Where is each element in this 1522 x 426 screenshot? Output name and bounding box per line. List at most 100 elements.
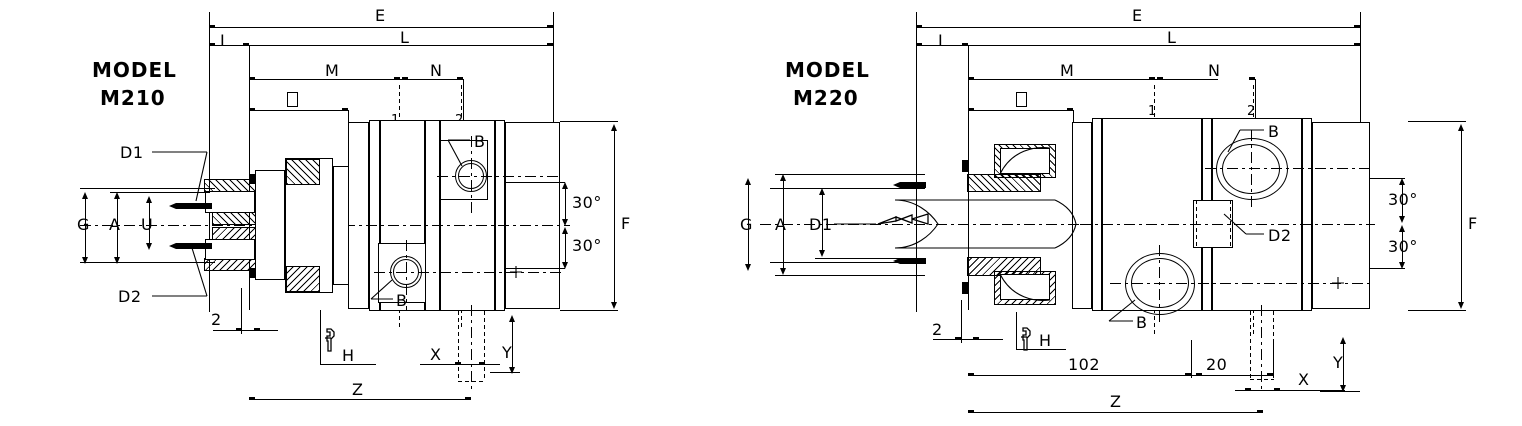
m220-dim-arrow-g-top (745, 178, 751, 185)
m220-dim-label-a: A (775, 215, 787, 234)
m220-ext-line-e-right (1360, 12, 1361, 122)
m220-dim-label-f: F (1468, 214, 1478, 233)
m220-dim-label-20: 20 (1206, 355, 1228, 374)
m220-dim-tick-e-right (1354, 25, 1360, 28)
m220-dim-label-e: E (1132, 6, 1143, 25)
m220-dim-line-small2 (933, 339, 1003, 340)
m210-dim-label-angle-lower: 30° (572, 236, 602, 255)
m210-dim-tick-e-left (209, 25, 215, 28)
m210-leader-h (320, 310, 321, 364)
m210-dim-label-u: U (141, 215, 154, 234)
m210-body-collar-b (369, 120, 380, 311)
m210-foot-pin-right (484, 311, 485, 381)
m210-dim-tick-z-right (465, 397, 471, 400)
m220-sleeve-hatch-lower (967, 257, 1041, 276)
m220-centreline-port (1080, 224, 1375, 225)
m210-centreline-bore-upper (437, 176, 562, 177)
m210-dim-tick-n-left (402, 77, 408, 80)
m210-dim-arrow-y-bottom (509, 367, 515, 374)
m210-dim-arrow-u-bottom (146, 243, 152, 250)
m210-ext-line-l-left (249, 45, 250, 310)
m220-dim-tick-20-right (1267, 373, 1273, 376)
m220-ext-line-d1-bottom (815, 258, 925, 259)
m210-oring-lower (250, 268, 255, 278)
m220-dim-tick-m-right (1149, 77, 1155, 80)
m210-dim-arrow-f-top (611, 124, 617, 131)
m220-ext-line-angle-bottom (1370, 268, 1405, 269)
m220-sleeve-hatch-upper (967, 174, 1041, 192)
m220-dim-tick-sq-right (1067, 108, 1073, 111)
m210-ext-line-angle-bottom (505, 268, 565, 269)
m220-flow-arrow-lower-head (893, 258, 900, 264)
m210-dim-line-angle-upper (565, 186, 566, 222)
m220-dim-label-i: I (938, 31, 944, 50)
m220-detail-label-b-lower: B (1136, 313, 1148, 332)
m210-flow-arrow-upper-head (169, 203, 176, 209)
m210-oring-upper (250, 174, 255, 184)
m210-dim-line-f (614, 128, 615, 306)
m220-dim-arrow-angle-lower-bottom (1399, 262, 1405, 269)
m220-dim-label-l: L (1167, 28, 1177, 47)
m210-dim-arrow-g-bottom (82, 257, 88, 264)
m210-dim-arrow-y-top (509, 315, 515, 322)
m210-model-label-line1: MODEL (92, 58, 177, 82)
m220-nut-box-lower (1000, 274, 1050, 300)
m210-detail-label-b-lower: B (396, 291, 408, 310)
m220-dim-arrow-f-top (1458, 124, 1464, 131)
m210-nut-hatch-upper (286, 159, 320, 185)
m210-ext-line-y-bottom (490, 372, 520, 373)
m210-nipple-hatch-lower (204, 258, 264, 271)
m210-foot-pin-left (458, 311, 459, 381)
m210-body-end-flange (505, 122, 560, 309)
m210-underline-h (320, 364, 376, 365)
m210-ext-line-f-bottom (560, 310, 618, 311)
m220-centreline-bore-lower-v (1159, 245, 1160, 323)
m210-flow-arrow-upper-shaft (176, 203, 212, 209)
m220-dim-label-small2: 2 (932, 320, 943, 339)
m220-dim-label-102: 102 (1068, 355, 1101, 374)
m220-body-end-flange (1312, 122, 1370, 309)
m210-adapter-block (333, 166, 349, 285)
m210-dim-arrow-angle-lower-top (562, 227, 568, 234)
m220-dim-arrow-d1-bottom (819, 250, 825, 257)
m220-dim-line-z (968, 412, 1263, 413)
m210-dim-line-e (209, 27, 553, 28)
m210-nipple-box-lower (205, 239, 255, 260)
m220-foot-pin-bottom (1250, 379, 1274, 380)
m210-dim-line-angle-lower (565, 230, 566, 266)
m220-ext-line-n-right (1255, 79, 1256, 121)
m220-dim-label-h: H (1039, 331, 1052, 350)
m220-body-collar-a (1072, 122, 1092, 309)
m220-model-label-line2: M220 (793, 86, 859, 110)
m220-dim-line-y (1343, 341, 1344, 389)
m220-dim-tick-z-right (1257, 410, 1263, 413)
m210-dim-label-small2: 2 (211, 310, 222, 329)
m210-ext-line-f-top (560, 121, 618, 122)
m210-dim-label-l: L (400, 28, 410, 47)
m220-ext-line-angle-top (1370, 178, 1405, 179)
m210-nipple-hatch-upper (204, 179, 264, 192)
m220-flow-arrow-upper-shaft (900, 182, 926, 188)
m210-dim-tick-l-right (547, 43, 553, 46)
m220-dim-tick-102-left (968, 373, 974, 376)
m220-model-label-line1: MODEL (785, 58, 870, 82)
m220-dim-label-g: G (740, 215, 753, 234)
m210-dim-label-f: F (621, 214, 631, 233)
m220-dim-tick-m-left (968, 77, 974, 80)
m220-dim-line-angle-upper (1402, 182, 1403, 220)
m220-dim-tick-i-left (916, 43, 922, 46)
m210-dim-arrow-g-top (82, 192, 88, 199)
m210-dim-label-g: G (77, 215, 90, 234)
m210-dim-line-l (209, 45, 553, 46)
m220-dim-line-angle-lower (1402, 228, 1403, 266)
m210-dim-tick-m-left (249, 77, 255, 80)
m210-dim-tick-sq-left (249, 108, 255, 111)
m210-nut-hatch-lower (286, 266, 320, 292)
m210-dim-tick-i-right (243, 43, 249, 46)
m210-centreline-bore-lower (374, 272, 562, 273)
m220-bore-lower-outer (1125, 253, 1195, 315)
m220-dim-tick-z-left (968, 410, 974, 413)
m210-dim-label-h: H (342, 346, 355, 365)
m210-dim-label-x: X (430, 345, 442, 364)
m220-dim-arrow-y-top (1340, 337, 1346, 344)
